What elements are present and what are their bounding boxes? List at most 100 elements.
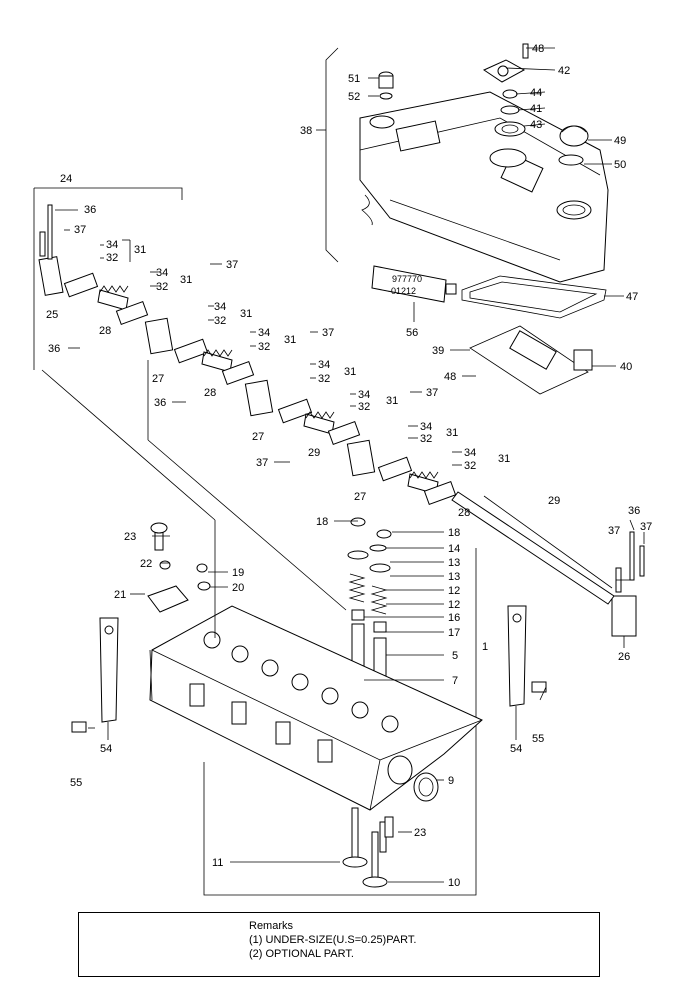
callout-27b: 27 — [252, 431, 264, 443]
callout-49: 48 — [532, 43, 544, 55]
remarks-line-1: (1) UNDER-SIZE(U.S=0.25)PART. — [249, 934, 417, 946]
callout-27: 27 — [152, 373, 164, 385]
callout-31f: 31 — [386, 395, 398, 407]
callout-10: 10 — [448, 877, 460, 889]
plate-39 — [469, 325, 589, 395]
bracket-25 — [33, 187, 183, 370]
callout-37e: 37 — [608, 525, 620, 537]
callout-55: 55 — [70, 777, 82, 789]
callout-36c: 37 — [256, 457, 268, 469]
tube-label-1: 977770 — [392, 274, 422, 284]
rocker-shaft-29 — [451, 491, 615, 605]
callout-39: 39 — [432, 345, 444, 357]
callout-54: 54 — [100, 743, 112, 755]
callout-34e: 34 — [318, 359, 330, 371]
callout-12b: 12 — [448, 599, 460, 611]
callout-42: 42 — [558, 65, 570, 77]
callout-32c: 32 — [214, 315, 226, 327]
callout-31c: 31 — [240, 308, 252, 320]
tube-label-2: -01212 — [388, 286, 416, 296]
screw-49 — [522, 43, 529, 59]
callout-26b: 26 — [618, 651, 630, 663]
callout-34g: 34 — [420, 421, 432, 433]
remarks-title: Remarks — [249, 920, 294, 932]
callout-34d: 34 — [258, 327, 270, 339]
springs-28 — [99, 285, 439, 479]
callout-43: 43 — [530, 119, 542, 131]
callout-31: 31 — [134, 244, 146, 256]
callout-19: 19 — [232, 567, 244, 579]
bracket-38 — [325, 47, 339, 263]
callout-labels: 24 36 37 34 32 31 25 28 36 37 34 32 31 3… — [46, 43, 652, 889]
washer-53 — [379, 92, 393, 100]
callout-28d: 28 — [458, 507, 470, 519]
callout-41: 41 — [530, 103, 542, 115]
callout-1: 1 — [482, 641, 488, 653]
callout-56: 56 — [406, 327, 418, 339]
callout-17: 17 — [448, 627, 460, 639]
sealant-tube-56: 977770 -01212 — [371, 265, 457, 303]
callout-27c: 27 — [354, 491, 366, 503]
callout-28b: 28 — [204, 387, 216, 399]
callout-51: 50 — [614, 159, 626, 171]
cylinder-head — [149, 605, 483, 811]
callout-37b: 37 — [226, 259, 238, 271]
callout-34c: 34 — [214, 301, 226, 313]
leader-lines — [41, 47, 645, 883]
remarks-box: Remarks (1) UNDER-SIZE(U.S=0.25)PART. (2… — [78, 912, 600, 977]
callout-32h: 32 — [464, 460, 476, 472]
oring-51 — [558, 154, 584, 166]
callout-7: 7 — [452, 675, 458, 687]
callout-5: 5 — [452, 650, 458, 662]
callout-34h: 34 — [464, 447, 476, 459]
callout-26: 25 — [46, 309, 58, 321]
callout-37f: 37 — [640, 521, 652, 533]
callout-13b: 13 — [448, 571, 460, 583]
callout-47: 47 — [626, 291, 638, 303]
callout-24: 23 — [124, 531, 136, 543]
remarks-line-2: (2) OPTIONAL PART. — [249, 948, 354, 960]
callout-35b: 36 — [628, 505, 640, 517]
callout-37: 37 — [74, 224, 86, 236]
callout-32: 32 — [106, 252, 118, 264]
callout-18b: 18 — [448, 527, 460, 539]
callout-48: 48 — [444, 371, 456, 383]
callout-44: 44 — [530, 87, 542, 99]
diaphragm-43 — [494, 121, 526, 137]
callout-31b: 31 — [180, 274, 192, 286]
callout-32d: 32 — [258, 341, 270, 353]
callout-32g: 32 — [420, 433, 432, 445]
valve-parts — [147, 517, 439, 888]
callout-31g: 31 — [446, 427, 458, 439]
callout-16: 16 — [448, 612, 460, 624]
callout-28c: 29 — [308, 447, 320, 459]
gasket-47 — [461, 275, 607, 319]
oil-cap-50 — [559, 125, 589, 147]
callout-50: 49 — [614, 135, 626, 147]
callout-11: 11 — [212, 857, 223, 869]
callout-31d: 31 — [284, 334, 296, 346]
callout-34b: 34 — [156, 267, 168, 279]
bolt-55-right — [531, 681, 547, 693]
callout-36b: 36 — [154, 397, 166, 409]
callout-34f: 34 — [358, 389, 370, 401]
callout-29: 29 — [548, 495, 560, 507]
callout-37c: 37 — [322, 327, 334, 339]
hanger-right-54 — [507, 605, 527, 707]
callout-32f: 32 — [358, 401, 370, 413]
callout-18: 18 — [316, 516, 328, 528]
callout-32b: 32 — [156, 281, 168, 293]
callout-20: 20 — [232, 582, 244, 594]
callout-21: 21 — [114, 589, 126, 601]
callout-31e: 31 — [344, 366, 356, 378]
callout-32e: 32 — [318, 373, 330, 385]
callout-31h: 31 — [498, 453, 510, 465]
callout-54b: 54 — [510, 743, 522, 755]
callout-55b: 55 — [532, 733, 544, 745]
callout-28: 28 — [99, 325, 111, 337]
callout-40: 40 — [620, 361, 632, 373]
callout-34: 34 — [106, 239, 118, 251]
callout-36: 36 — [48, 343, 60, 355]
